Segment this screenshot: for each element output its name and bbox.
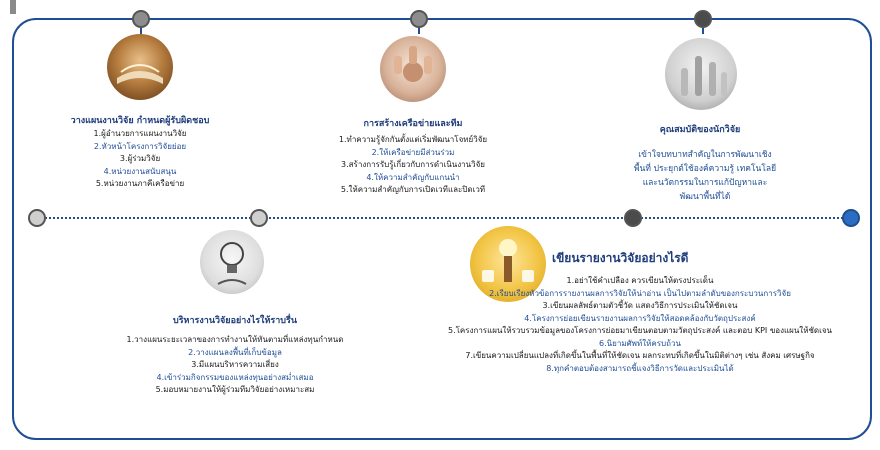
timeline-line bbox=[38, 217, 850, 219]
list-item: 1.วางแผนระยะเวลาของการทำงานให้ทันตามที่แ… bbox=[126, 335, 344, 344]
timeline-frame bbox=[12, 18, 872, 440]
list-item: 2.หัวหน้าโครงการวิจัยย่อย bbox=[93, 141, 187, 151]
list-item: 8.ทุกคำตอบต้องสามารถชี้แจงวิธีการวัดและป… bbox=[546, 363, 734, 373]
text-line: เข้าใจบทบาทสำคัญในการพัฒนาเชิง bbox=[638, 150, 772, 160]
list-item: 1.ผู้อำนวยการแผนงานวิจัย bbox=[93, 129, 187, 138]
block-list: 1.ทำความรู้จักกันตั้งแต่เริ่มพัฒนาโจทย์ว… bbox=[305, 134, 521, 197]
block-title: บริหารงานวิจัยอย่างไรให้ราบรื่น bbox=[173, 316, 297, 326]
timeline-dot bbox=[410, 10, 428, 28]
block-title: เขียนรายงานวิจัยอย่างไรดี bbox=[552, 251, 689, 265]
block-list: 1.อย่าใช้คำเปลือง ควรเขียนให้ตรงประเด็น … bbox=[420, 275, 860, 375]
list-item: 7.เขียนความเปลี่ยนแปลงที่เกิดขึ้นในพื้นท… bbox=[465, 351, 815, 360]
list-item: 3.มีแผนบริหารความเสี่ยง bbox=[191, 360, 279, 369]
raised-hands-image bbox=[665, 38, 737, 110]
timeline-dot bbox=[132, 10, 150, 28]
list-item: 5.ให้ความสำคัญกับการเปิดเวทีและปิดเวที bbox=[340, 185, 486, 194]
list-item: 4.ให้ความสำคัญกับแกนนำ bbox=[366, 172, 460, 182]
list-item: 2.วางแผนลงพื้นที่เก็บข้อมูล bbox=[188, 347, 282, 357]
block-title: คุณสมบัติของนักวิจัย bbox=[659, 125, 741, 135]
stem bbox=[418, 28, 420, 34]
timeline-dot bbox=[250, 209, 268, 227]
qualification-text: เข้าใจบทบาทสำคัญในการพัฒนาเชิง พื้นที่ ป… bbox=[632, 148, 778, 204]
list-item: 5.มอบหมายงานให้ผู้ร่วมทีมวิจัยอย่างเหมาะ… bbox=[155, 385, 315, 394]
text-line: พื้นที่ ประยุกต์ใช้องค์ความรู้ เทคโนโลยี bbox=[633, 164, 777, 174]
block-title: วางแผนงานวิจัย กำหนดผู้รับผิดชอบ bbox=[70, 116, 210, 126]
open-book-image bbox=[107, 34, 173, 100]
list-item: 5.โครงการแผนให้รวบรวมข้อมูลของโครงการย่อ… bbox=[447, 326, 833, 335]
list-item: 4.โครงการย่อยเขียนรายงานผลการวิจัยให้สอด… bbox=[524, 313, 756, 323]
list-item: 3.ผู้ร่วมวิจัย bbox=[119, 154, 161, 163]
list-item: 4.หน่วยงานสนับสนุน bbox=[103, 166, 177, 176]
block-list: 1.วางแผนระยะเวลาของการทำงานให้ทันตามที่แ… bbox=[115, 334, 355, 397]
block-title: การสร้างเครือข่ายและทีม bbox=[363, 119, 463, 129]
lightbulb-sketch-image bbox=[200, 230, 264, 294]
timeline-dot bbox=[624, 209, 642, 227]
list-item: 2.เรียบเรียงหัวข้อการรายงานผลการวิจัยให้… bbox=[489, 288, 791, 298]
block-list: 1.ผู้อำนวยการแผนงานวิจัย 2.หัวหน้าโครงกา… bbox=[40, 128, 240, 191]
list-item: 6.นิยามศัพท์ให้ครบถ้วน bbox=[599, 338, 681, 348]
list-item: 3.สร้างการรับรู้เกี่ยวกับการดำเนินงานวิจ… bbox=[341, 160, 485, 169]
text-line: และนวัตกรรมในการแก้ปัญหาและ bbox=[642, 178, 768, 188]
top-marker bbox=[10, 0, 16, 14]
list-item: 4.เข้าร่วมกิจกรรมของแหล่งทุนอย่างสม่ำเสม… bbox=[156, 372, 314, 382]
list-item: 1.อย่าใช้คำเปลือง ควรเขียนให้ตรงประเด็น bbox=[566, 276, 714, 285]
stem bbox=[702, 28, 704, 34]
list-item: 5.หน่วยงานภาคีเครือข่าย bbox=[95, 179, 185, 188]
timeline-dot bbox=[28, 209, 46, 227]
list-item: 2.ให้เครือข่ายมีส่วนร่วม bbox=[371, 147, 455, 157]
list-item: 1.ทำความรู้จักกันตั้งแต่เริ่มพัฒนาโจทย์ว… bbox=[338, 135, 488, 144]
timeline-dot-active bbox=[842, 209, 860, 227]
idea-lightbulb-image bbox=[470, 226, 546, 302]
text-line: พัฒนาพื้นที่ได้ bbox=[679, 192, 731, 202]
stem bbox=[140, 28, 142, 34]
timeline-dot bbox=[694, 10, 712, 28]
list-item: 3.เขียนผลลัพธ์ตามตัวชี้วัด แสดงวิธีการปร… bbox=[542, 301, 738, 310]
hands-teamwork-image bbox=[380, 36, 446, 102]
